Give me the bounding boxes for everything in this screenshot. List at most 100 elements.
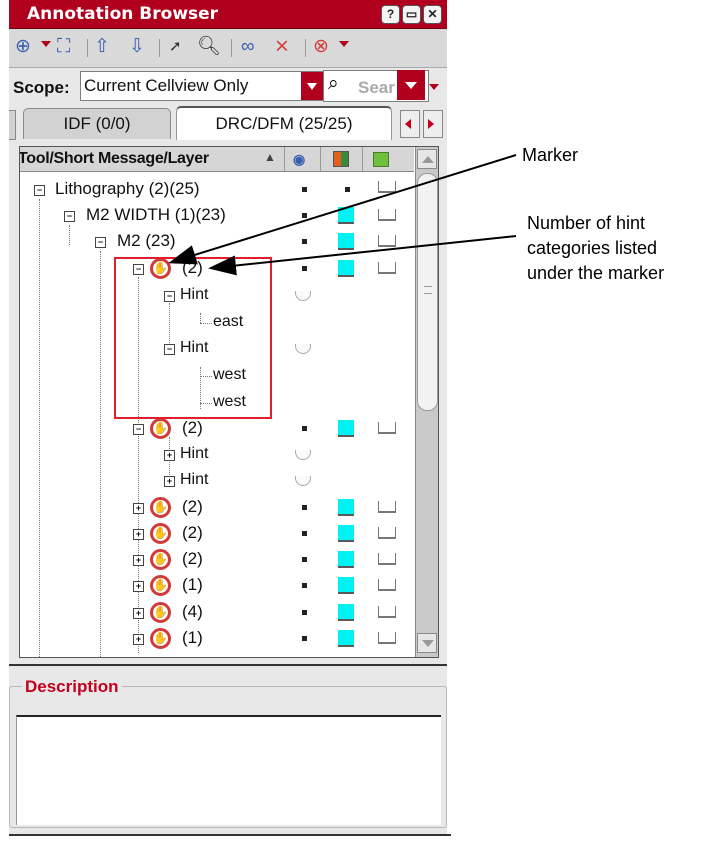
marker-count[interactable]: (1) bbox=[182, 575, 203, 594]
scope-select[interactable]: Current Cellview Only bbox=[80, 71, 324, 101]
marker-count[interactable]: (2) bbox=[182, 497, 203, 516]
map-toggle[interactable] bbox=[378, 422, 396, 434]
help-button[interactable]: ? bbox=[381, 5, 400, 24]
marker-hand-icon[interactable]: ✋ bbox=[150, 575, 171, 596]
map-toggle[interactable] bbox=[378, 262, 396, 274]
marker-count[interactable]: (2) bbox=[182, 418, 203, 437]
target-icon[interactable]: ⊕ bbox=[15, 36, 31, 57]
hint-count-arrow bbox=[208, 235, 517, 276]
down-arrow-icon[interactable]: ⇩ bbox=[129, 36, 145, 57]
hint-node[interactable]: Hint bbox=[180, 471, 209, 488]
marker-hand-icon[interactable]: ✋ bbox=[150, 418, 171, 439]
search-dropdown-button[interactable] bbox=[397, 70, 425, 100]
link-icon[interactable]: ∞ bbox=[241, 36, 255, 57]
zoom-icon[interactable]: 🔍︎ bbox=[197, 36, 222, 57]
expand-toggle[interactable]: + bbox=[133, 634, 144, 645]
map-toggle[interactable] bbox=[378, 632, 396, 644]
hint-child[interactable]: west bbox=[213, 393, 246, 410]
hint-node[interactable]: Hint bbox=[180, 286, 209, 303]
expand-toggle[interactable]: − bbox=[133, 264, 144, 275]
description-label: Description bbox=[22, 677, 122, 697]
map-toggle[interactable] bbox=[378, 553, 396, 565]
annotation-tree[interactable]: Tool/Short Message/Layer ▲ ◉ − Lithograp… bbox=[19, 146, 439, 658]
description-group: Description bbox=[9, 677, 447, 828]
scroll-down-button[interactable] bbox=[417, 633, 437, 653]
marker-count[interactable]: (4) bbox=[182, 602, 203, 621]
delete-dropdown-arrow[interactable] bbox=[339, 41, 349, 47]
up-arrow-icon[interactable]: ⇧ bbox=[94, 36, 110, 57]
expand-toggle[interactable]: + bbox=[133, 503, 144, 514]
map-toggle[interactable] bbox=[378, 579, 396, 591]
marker-hand-icon[interactable]: ✋ bbox=[150, 549, 171, 570]
expand-toggle[interactable]: + bbox=[133, 555, 144, 566]
close-button[interactable]: ✕ bbox=[423, 5, 442, 24]
zoom-fit-icon[interactable]: ⛶ bbox=[57, 36, 71, 57]
delete-icon[interactable]: ⊗ bbox=[313, 36, 329, 57]
map-toggle[interactable] bbox=[378, 527, 396, 539]
sort-ascending-icon[interactable]: ▲ bbox=[264, 150, 276, 164]
marker-hand-icon[interactable]: ✋ bbox=[150, 602, 171, 623]
expand-toggle[interactable]: − bbox=[95, 237, 106, 248]
scrollbar-thumb[interactable] bbox=[417, 173, 438, 411]
unlink-icon[interactable]: ⨯ bbox=[274, 36, 290, 57]
tree-node-m2[interactable]: M2 (23) bbox=[117, 231, 176, 250]
tree-node-m2-width[interactable]: M2 WIDTH (1)(23) bbox=[86, 205, 226, 224]
tab-scroll-right[interactable] bbox=[423, 110, 443, 138]
expand-toggle[interactable]: + bbox=[133, 529, 144, 540]
column-header-highlight[interactable] bbox=[320, 147, 361, 171]
search-options-arrow[interactable] bbox=[429, 84, 439, 90]
column-header-tool[interactable]: Tool/Short Message/Layer bbox=[19, 150, 209, 167]
column-header-map[interactable] bbox=[362, 147, 415, 171]
tab-bar: IDF (0/0) DRC/DFM (25/25) bbox=[9, 104, 447, 140]
expand-toggle[interactable]: + bbox=[164, 476, 175, 487]
map-toggle[interactable] bbox=[378, 235, 396, 247]
expand-toggle[interactable]: − bbox=[164, 344, 175, 355]
expand-toggle[interactable]: − bbox=[64, 211, 75, 222]
annotation-browser-window: Annotation Browser ? ▭ ✕ ⊕ ⛶ ⇧ ⇩ ➚ 🔍︎ ∞ … bbox=[9, 0, 451, 836]
map-toggle[interactable] bbox=[378, 606, 396, 618]
column-header-visibility[interactable]: ◉ bbox=[284, 147, 319, 171]
expand-toggle[interactable]: + bbox=[164, 450, 175, 461]
expand-toggle[interactable]: − bbox=[34, 185, 45, 196]
hint-node[interactable]: Hint bbox=[180, 339, 209, 356]
marker-count[interactable]: (1) bbox=[182, 628, 203, 647]
expand-toggle[interactable]: − bbox=[164, 291, 175, 302]
restore-button[interactable]: ▭ bbox=[402, 5, 421, 24]
scroll-up-button[interactable] bbox=[417, 149, 437, 169]
marker-callout: Marker bbox=[522, 145, 579, 165]
marker-hand-icon[interactable]: ✋ bbox=[150, 497, 171, 518]
tree-scrollbar[interactable] bbox=[415, 147, 438, 657]
map-toggle[interactable] bbox=[378, 181, 396, 193]
hint-child[interactable]: east bbox=[213, 313, 244, 330]
expand-toggle[interactable]: − bbox=[133, 424, 144, 435]
map-toggle[interactable] bbox=[378, 209, 396, 221]
marker-count[interactable]: (2) bbox=[182, 549, 203, 568]
hint-count-callout-line-2: categories listed bbox=[527, 238, 658, 258]
highlight-icon bbox=[333, 151, 349, 167]
eye-icon: ◉ bbox=[293, 151, 306, 167]
tab-scroll-left[interactable] bbox=[400, 110, 420, 138]
scope-select-value: Current Cellview Only bbox=[84, 76, 249, 95]
target-dropdown-arrow[interactable] bbox=[41, 41, 51, 47]
expand-toggle[interactable]: + bbox=[133, 608, 144, 619]
description-text-area[interactable] bbox=[16, 715, 441, 825]
pointer-icon[interactable]: ➚ bbox=[169, 38, 182, 55]
marker-count[interactable]: (2) bbox=[182, 523, 203, 542]
marker-hand-icon[interactable]: ✋ bbox=[150, 258, 171, 279]
toolbar: ⊕ ⛶ ⇧ ⇩ ➚ 🔍︎ ∞ ⨯ ⊗ bbox=[9, 29, 447, 68]
tab-idf[interactable]: IDF (0/0) bbox=[23, 108, 171, 139]
tab-drc-dfm[interactable]: DRC/DFM (25/25) bbox=[176, 106, 392, 140]
scope-label: Scope: bbox=[13, 78, 70, 97]
map-toggle[interactable] bbox=[378, 501, 396, 513]
hint-count-callout-line-3: under the marker bbox=[527, 263, 665, 283]
hint-node[interactable]: Hint bbox=[180, 445, 209, 462]
tree-node-lithography[interactable]: Lithography (2)(25) bbox=[55, 179, 200, 198]
scope-dropdown-arrow[interactable] bbox=[301, 72, 323, 100]
marker-hand-icon[interactable]: ✋ bbox=[150, 523, 171, 544]
expand-toggle[interactable]: + bbox=[133, 581, 144, 592]
window-title: Annotation Browser bbox=[27, 4, 219, 24]
marker-hand-icon[interactable]: ✋ bbox=[150, 628, 171, 649]
hint-child[interactable]: west bbox=[213, 366, 246, 383]
tree-column-header: Tool/Short Message/Layer ▲ ◉ bbox=[20, 147, 414, 172]
